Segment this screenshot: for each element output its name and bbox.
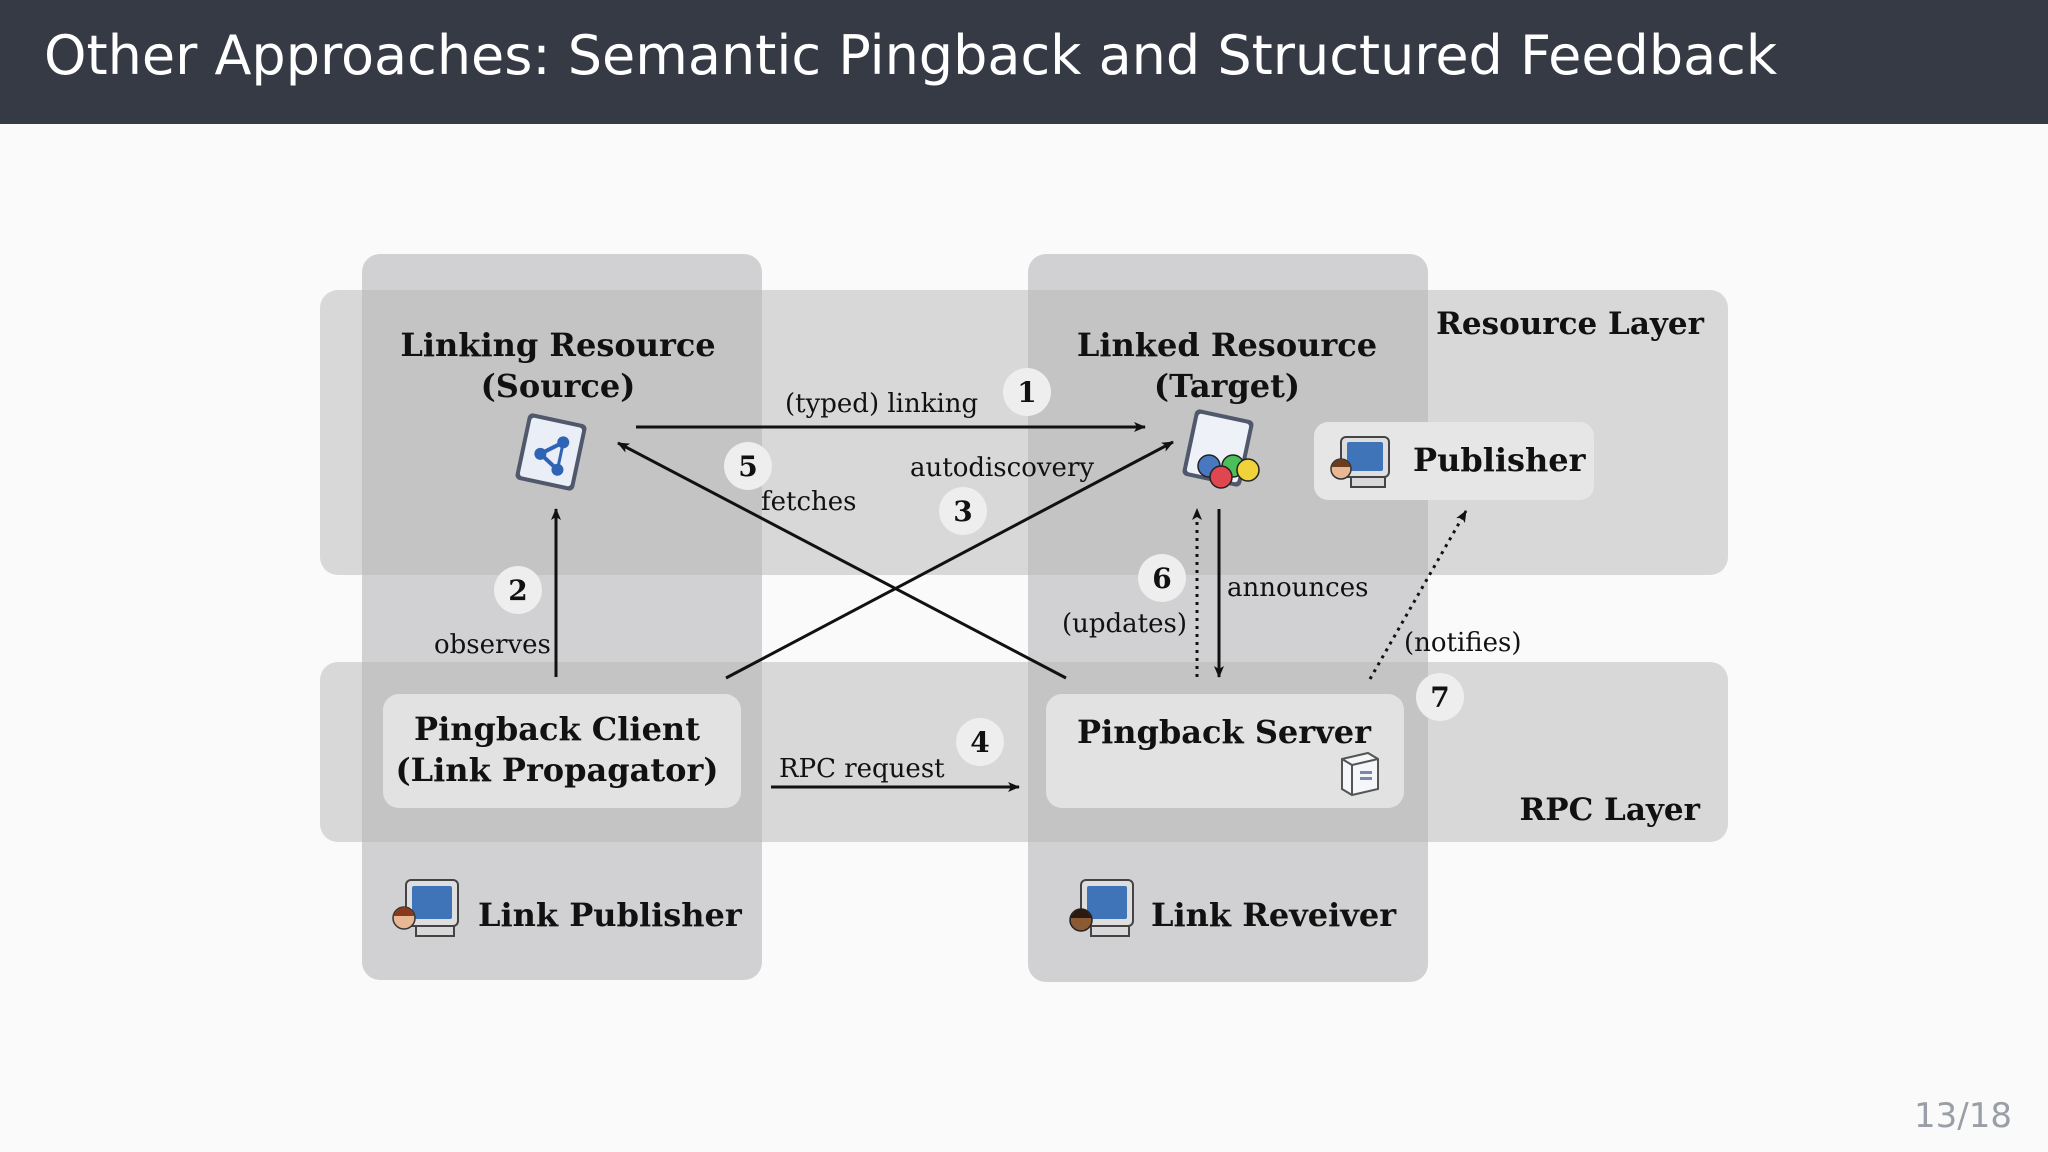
updates-label: (updates)	[1062, 609, 1187, 639]
link-publisher-label: Link Publisher	[478, 896, 743, 934]
autodiscovery-arrow	[725, 440, 1174, 680]
step-7-label: 7	[1430, 681, 1449, 714]
rpc-request-label: RPC request	[779, 754, 945, 784]
linked-document-icon	[1182, 409, 1260, 489]
step-4-badge: 4	[956, 718, 1004, 766]
observes-label: observes	[434, 630, 551, 660]
step-6-label: 6	[1152, 562, 1171, 595]
step-1-badge: 1	[1003, 368, 1051, 416]
step-7-badge: 7	[1416, 673, 1464, 721]
notifies-arrow	[1368, 510, 1468, 680]
step-5-label: 5	[738, 450, 757, 483]
pingback-server-box	[1046, 694, 1404, 808]
step-3-badge: 3	[939, 487, 987, 535]
page-number: 13/18	[1914, 1096, 2012, 1136]
autodiscovery-label: autodiscovery	[910, 453, 1094, 483]
server-icon	[1341, 751, 1379, 797]
typed-linking-label: (typed) linking	[785, 389, 978, 419]
pingback-client-label: Pingback Client	[414, 710, 700, 748]
step-1-label: 1	[1017, 376, 1036, 409]
resource-layer-label: Resource Layer	[1436, 306, 1704, 342]
slide-title: Other Approaches: Semantic Pingback and …	[44, 24, 1778, 87]
linked-resource-label: Linked Resource	[1077, 326, 1377, 364]
announces-label: announces	[1227, 573, 1368, 603]
linking-resource-label: Linking Resource	[400, 326, 715, 364]
resource-layer-band	[320, 290, 1728, 575]
step-5-badge: 5	[724, 442, 772, 490]
step-2-label: 2	[508, 574, 527, 607]
link-receiver-label: Link Reveiver	[1151, 896, 1397, 934]
pingback-client-box	[383, 694, 741, 808]
step-6-badge: 6	[1138, 554, 1186, 602]
publisher-icon	[1330, 436, 1390, 488]
pingback-server-label: Pingback Server	[1077, 713, 1372, 751]
publisher-label: Publisher	[1413, 441, 1587, 479]
pingback-client-sublabel: (Link Propagator)	[396, 751, 719, 789]
rpc-layer-label: RPC Layer	[1520, 792, 1701, 828]
linking-resource-sublabel: (Source)	[481, 367, 636, 405]
title-bar: Other Approaches: Semantic Pingback and …	[0, 0, 2048, 124]
linked-resource-sublabel: (Target)	[1154, 367, 1300, 405]
notifies-label: (notifies)	[1404, 628, 1522, 658]
link-publisher-icon	[392, 879, 459, 937]
semantic-document-icon	[515, 413, 587, 491]
link-receiver-icon	[1069, 879, 1134, 937]
step-2-badge: 2	[494, 566, 542, 614]
fetches-arrow	[617, 441, 1067, 680]
step-4-label: 4	[970, 726, 989, 759]
step-3-label: 3	[953, 495, 972, 528]
fetches-label: fetches	[761, 487, 857, 517]
